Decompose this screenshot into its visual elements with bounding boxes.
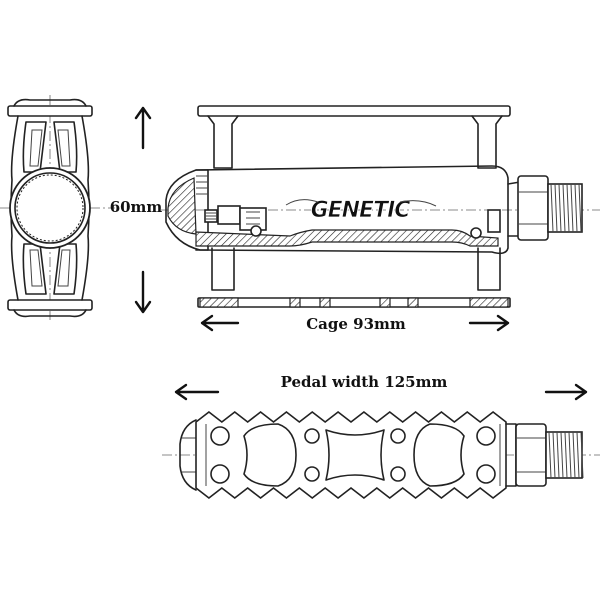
arrow-left-icon bbox=[174, 383, 220, 401]
arrow-right-icon bbox=[468, 314, 510, 332]
pedal-top-view bbox=[162, 410, 600, 500]
height-dimension-label: 60mm bbox=[110, 198, 163, 216]
arrow-up-icon bbox=[134, 106, 152, 150]
cage-dimension: Cage 93mm bbox=[200, 314, 510, 333]
cage-dimension-label: Cage 93mm bbox=[306, 315, 406, 333]
brand-logo: GENETIC bbox=[311, 198, 411, 223]
pedal-end-view bbox=[0, 95, 115, 320]
pedal-width-dimension: Pedal width 125mm bbox=[174, 373, 588, 401]
arrow-left-icon bbox=[200, 314, 240, 332]
arrow-right-icon bbox=[544, 383, 588, 401]
height-dimension: 60mm bbox=[110, 106, 163, 314]
pedal-side-view: GENETIC bbox=[160, 105, 600, 308]
arrow-down-icon bbox=[134, 270, 152, 314]
pedal-width-label: Pedal width 125mm bbox=[281, 373, 448, 391]
